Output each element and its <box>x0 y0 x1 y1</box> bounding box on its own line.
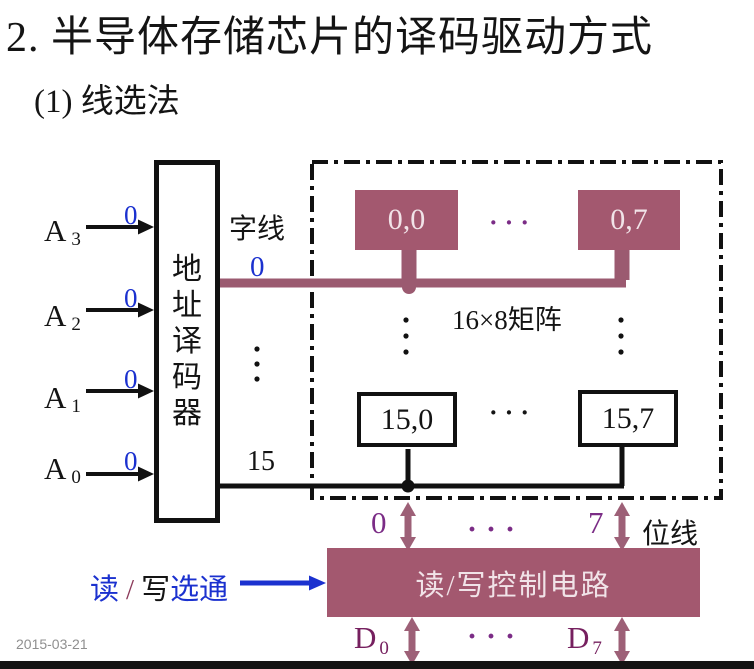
memory-cell-0-0: 0,0 <box>355 190 458 250</box>
rw-control-label: 读/写控制电路 <box>415 569 612 602</box>
rw-strobe-arrow <box>240 575 326 591</box>
data-line-arrow-d0 <box>404 617 420 665</box>
address-decoder-label: 地址译码器 <box>172 252 202 430</box>
vertical-ellipsis-col7 <box>618 317 624 355</box>
bit-line-index-0: 0 <box>371 505 387 540</box>
data-line-arrow-d7 <box>614 617 630 665</box>
data-line-d0-sub: 0 <box>379 638 389 659</box>
data-line-d7-sub: 7 <box>592 638 602 659</box>
section-subtitle: (1) 线选法 <box>34 84 180 120</box>
data-line-d0-name: D <box>354 620 377 655</box>
vertical-ellipsis-wordlines <box>254 346 260 382</box>
data-line-ellipsis: ··· <box>467 620 525 653</box>
bit-line-ellipsis: ··· <box>467 513 525 546</box>
rw-strobe-label: 读/写选通 <box>90 566 228 608</box>
address-input-a0-name: A <box>44 451 67 486</box>
row0-ellipsis: ··· <box>489 208 537 237</box>
address-input-a1-sub: 1 <box>71 396 81 417</box>
address-input-a3-sub: 3 <box>71 229 81 250</box>
word-line-index-15: 15 <box>247 446 275 477</box>
address-input-a3-name: A <box>44 213 67 248</box>
address-input-a0-sub: 0 <box>71 467 81 488</box>
word-line-index-0: 0 <box>250 251 265 283</box>
address-input-a2-name: A <box>44 298 67 333</box>
address-input-arrows <box>86 219 154 482</box>
bit-line-arrow-7 <box>614 502 630 551</box>
page-title: 2. 半导体存储芯片的译码驱动方式 <box>6 15 654 61</box>
address-input-a2-value: 0 <box>124 283 138 313</box>
rw-control-box: 读/写控制电路 <box>327 548 700 617</box>
word-line-0 <box>219 250 630 294</box>
memory-cell-0-7: 0,7 <box>578 190 680 250</box>
word-line-label: 字线 <box>229 214 286 245</box>
matrix-dashdot-border <box>310 160 723 500</box>
bit-line-index-7: 7 <box>588 505 604 540</box>
rw-strobe-strobe: 选通 <box>170 574 229 606</box>
matrix-size-label: 16×8矩阵 <box>452 305 562 335</box>
bit-line-label: 位线 <box>642 519 699 550</box>
data-line-d7-name: D <box>567 620 590 655</box>
memory-cell-15-0: 15,0 <box>357 392 457 447</box>
rw-strobe-write: 写 <box>141 574 171 606</box>
rw-strobe-read: 读 <box>90 574 120 606</box>
address-input-a2-sub: 2 <box>71 314 81 335</box>
row15-ellipsis: ··· <box>489 398 537 427</box>
address-input-a1-value: 0 <box>124 364 138 394</box>
address-input-a0-value: 0 <box>124 446 138 476</box>
address-input-a3-value: 0 <box>124 200 138 230</box>
word-line-15 <box>219 447 625 493</box>
rw-strobe-slash: / <box>126 574 135 606</box>
bit-line-arrow-0 <box>400 502 416 551</box>
bottom-bar <box>0 661 754 669</box>
address-input-a1-name: A <box>44 380 67 415</box>
vertical-ellipsis-col0 <box>403 317 409 355</box>
slide-date: 2015-03-21 <box>16 636 88 652</box>
address-decoder-box: 地址译码器 <box>154 160 220 523</box>
memory-cell-15-7: 15,7 <box>578 390 678 447</box>
